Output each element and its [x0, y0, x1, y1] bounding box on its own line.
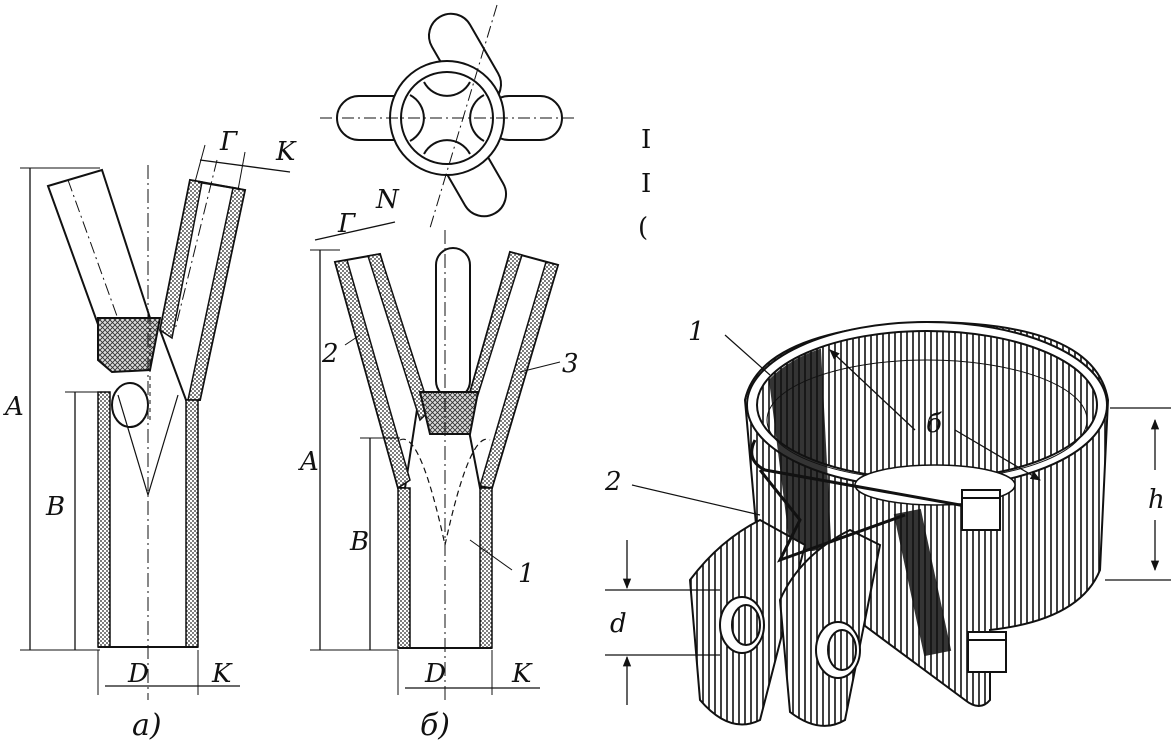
callout-b-1: 1 [518, 559, 535, 589]
callout-b-2: 2 [321, 339, 339, 369]
dim-a-label-a: A [3, 392, 24, 422]
callout-clamp-2: 2 [604, 467, 622, 497]
callout-clamp-1: 1 [688, 317, 705, 347]
dim-b-label-k: K [511, 659, 533, 689]
dim-clamp-d: d [610, 609, 627, 639]
text-fragment-2: I [641, 169, 651, 199]
dim-b-label-d: D [424, 659, 446, 689]
text-fragment-1: I [641, 125, 651, 155]
dim-b-label-g: Г [337, 209, 356, 239]
dim-b-label-n: N [375, 185, 400, 215]
figure-b-double-branch [310, 221, 561, 700]
dim-a-label-k-top: K [275, 137, 297, 167]
top-view-cross [320, 4, 575, 229]
dim-b-label-a: A [298, 447, 319, 477]
dim-a-label-g: Г [219, 127, 238, 157]
text-fragment-3: ( [638, 213, 648, 243]
clamp-illustration [605, 320, 1171, 727]
caption-a: а) [132, 708, 162, 743]
dim-a-label-k-bottom: K [211, 659, 233, 689]
figure-a-wye-fitting [20, 144, 291, 700]
callout-b-3: 3 [562, 349, 579, 379]
dim-b-label-b: B [349, 527, 369, 557]
dim-clamp-b: б [926, 409, 942, 439]
clamp-labels: 1 2 б h d [604, 317, 1165, 639]
text-fragments: I I ( [638, 125, 651, 243]
figure-a-labels: A B D K Г K а) [3, 127, 297, 743]
figure-b-labels: A B D K Г N 1 2 3 б) [298, 185, 579, 743]
dim-a-label-d: D [127, 659, 149, 689]
dim-a-label-b: B [45, 492, 65, 522]
dim-clamp-h: h [1148, 485, 1165, 515]
caption-b: б) [420, 708, 450, 743]
